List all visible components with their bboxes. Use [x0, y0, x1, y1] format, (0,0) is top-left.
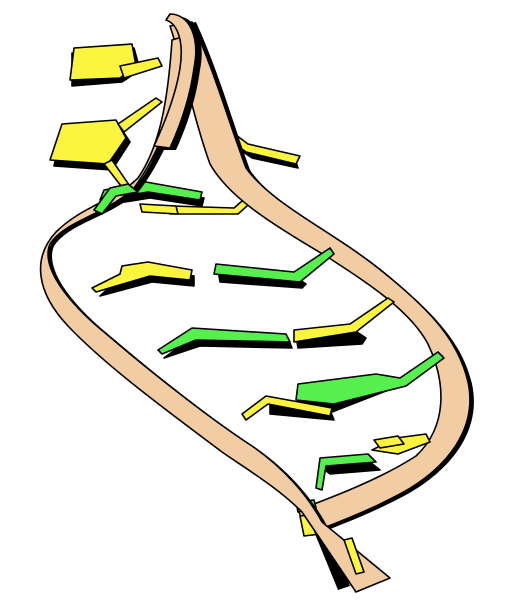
- base-10-plate: [295, 351, 445, 405]
- backbone-a-ribbon: [39, 33, 391, 593]
- base-9-plate: [293, 297, 395, 343]
- base-pair-1: [69, 43, 163, 87]
- base-8-plate: [157, 327, 291, 355]
- base-pair-11: [241, 395, 335, 421]
- base-pair-6: [91, 261, 195, 297]
- base-front-green-top: [93, 183, 139, 215]
- base-12-plate: [315, 453, 377, 491]
- base-pair-7: [213, 247, 335, 289]
- backbone-hairpin: [153, 13, 202, 150]
- base-pair-2: [49, 97, 163, 201]
- base-pair-9: [293, 297, 395, 349]
- base-front-yellow-top: [139, 203, 179, 215]
- base-1-stem: [119, 57, 163, 79]
- base-7-plate: [213, 247, 335, 283]
- base-pair-8: [157, 327, 293, 359]
- base-front-yellow-right: [373, 435, 405, 449]
- hairpin-fill: [153, 13, 197, 149]
- base-pair-12: [315, 453, 381, 491]
- base-2-stem: [117, 97, 163, 133]
- bases-front: [93, 183, 405, 575]
- base-11-plate: [241, 395, 333, 421]
- base-2-plate: [49, 119, 127, 165]
- base-6-plate: [91, 261, 193, 293]
- backbone-strand-a: [39, 33, 391, 593]
- base-front-yellow-foot: [343, 537, 365, 575]
